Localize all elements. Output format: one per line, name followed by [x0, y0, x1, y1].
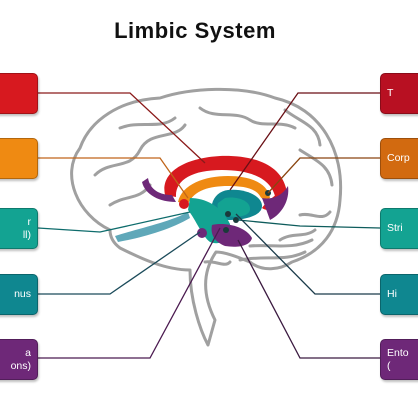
label-left-3: r ll) [0, 208, 38, 249]
striatum-dot [233, 217, 239, 223]
parahippocampal [262, 186, 289, 220]
leader-line-left-4 [38, 231, 201, 295]
leader-line-right-2 [267, 157, 380, 194]
diagram-title: Limbic System [114, 18, 276, 43]
label-text: a [25, 346, 31, 359]
leader-line-left-3 [37, 211, 191, 233]
label-text: ( [387, 359, 391, 372]
amygdala-dot [197, 228, 207, 238]
leader-line-left-2 [38, 157, 189, 199]
leader-line-right-4 [235, 213, 380, 295]
leader-lines [37, 92, 381, 359]
label-right-3: Stri [380, 208, 418, 249]
label-right-2: Corp [380, 138, 418, 179]
brain-outline [70, 87, 343, 347]
gyrus-line [108, 183, 152, 207]
gyrus-line [118, 116, 177, 130]
fornix [142, 178, 176, 202]
entorhinal-cortex [211, 224, 252, 247]
leader-line-right-5 [237, 239, 380, 359]
leader-line-left-1 [38, 92, 206, 164]
brain-silhouette [70, 87, 343, 347]
cerebellum-line [248, 238, 314, 248]
mammillary-dot [179, 199, 189, 209]
label-text: Ento [387, 346, 409, 359]
striatum [217, 197, 250, 217]
label-text: Corp [387, 152, 410, 164]
label-right-5: Ento ( [380, 339, 418, 380]
label-text: T [387, 87, 394, 99]
entorhinal-dot [223, 227, 229, 233]
label-left-4: nus [0, 274, 38, 315]
label-text: r [27, 215, 32, 228]
label-text: Stri [387, 222, 403, 234]
brainstem-line [203, 260, 232, 266]
label-text: Hi [387, 288, 397, 300]
gyrus-line [283, 108, 322, 147]
gyrus-line [298, 210, 332, 219]
leader-line-right-3 [237, 219, 381, 229]
hippocampus-dot [225, 211, 231, 217]
label-text: ll) [22, 228, 31, 241]
corpus-callosum [178, 176, 270, 204]
limbic-structures [115, 155, 289, 247]
leader-line-left-5 [38, 227, 221, 359]
gyrus-line [298, 148, 334, 187]
gyrus-line [198, 106, 297, 130]
gyrus-line [278, 228, 317, 242]
label-right-1: T [380, 73, 418, 114]
label-left-1 [0, 73, 38, 114]
label-left-5: a ons) [0, 339, 38, 380]
cerebellum-line [238, 250, 307, 262]
label-right-4: Hi [380, 274, 418, 315]
cingulate-gyrus [164, 155, 286, 198]
label-left-2 [0, 138, 38, 179]
label-text: ons) [10, 359, 31, 372]
olfactory-tract [115, 212, 190, 242]
label-text: nus [14, 288, 31, 300]
leader-line-right-1 [229, 92, 380, 191]
